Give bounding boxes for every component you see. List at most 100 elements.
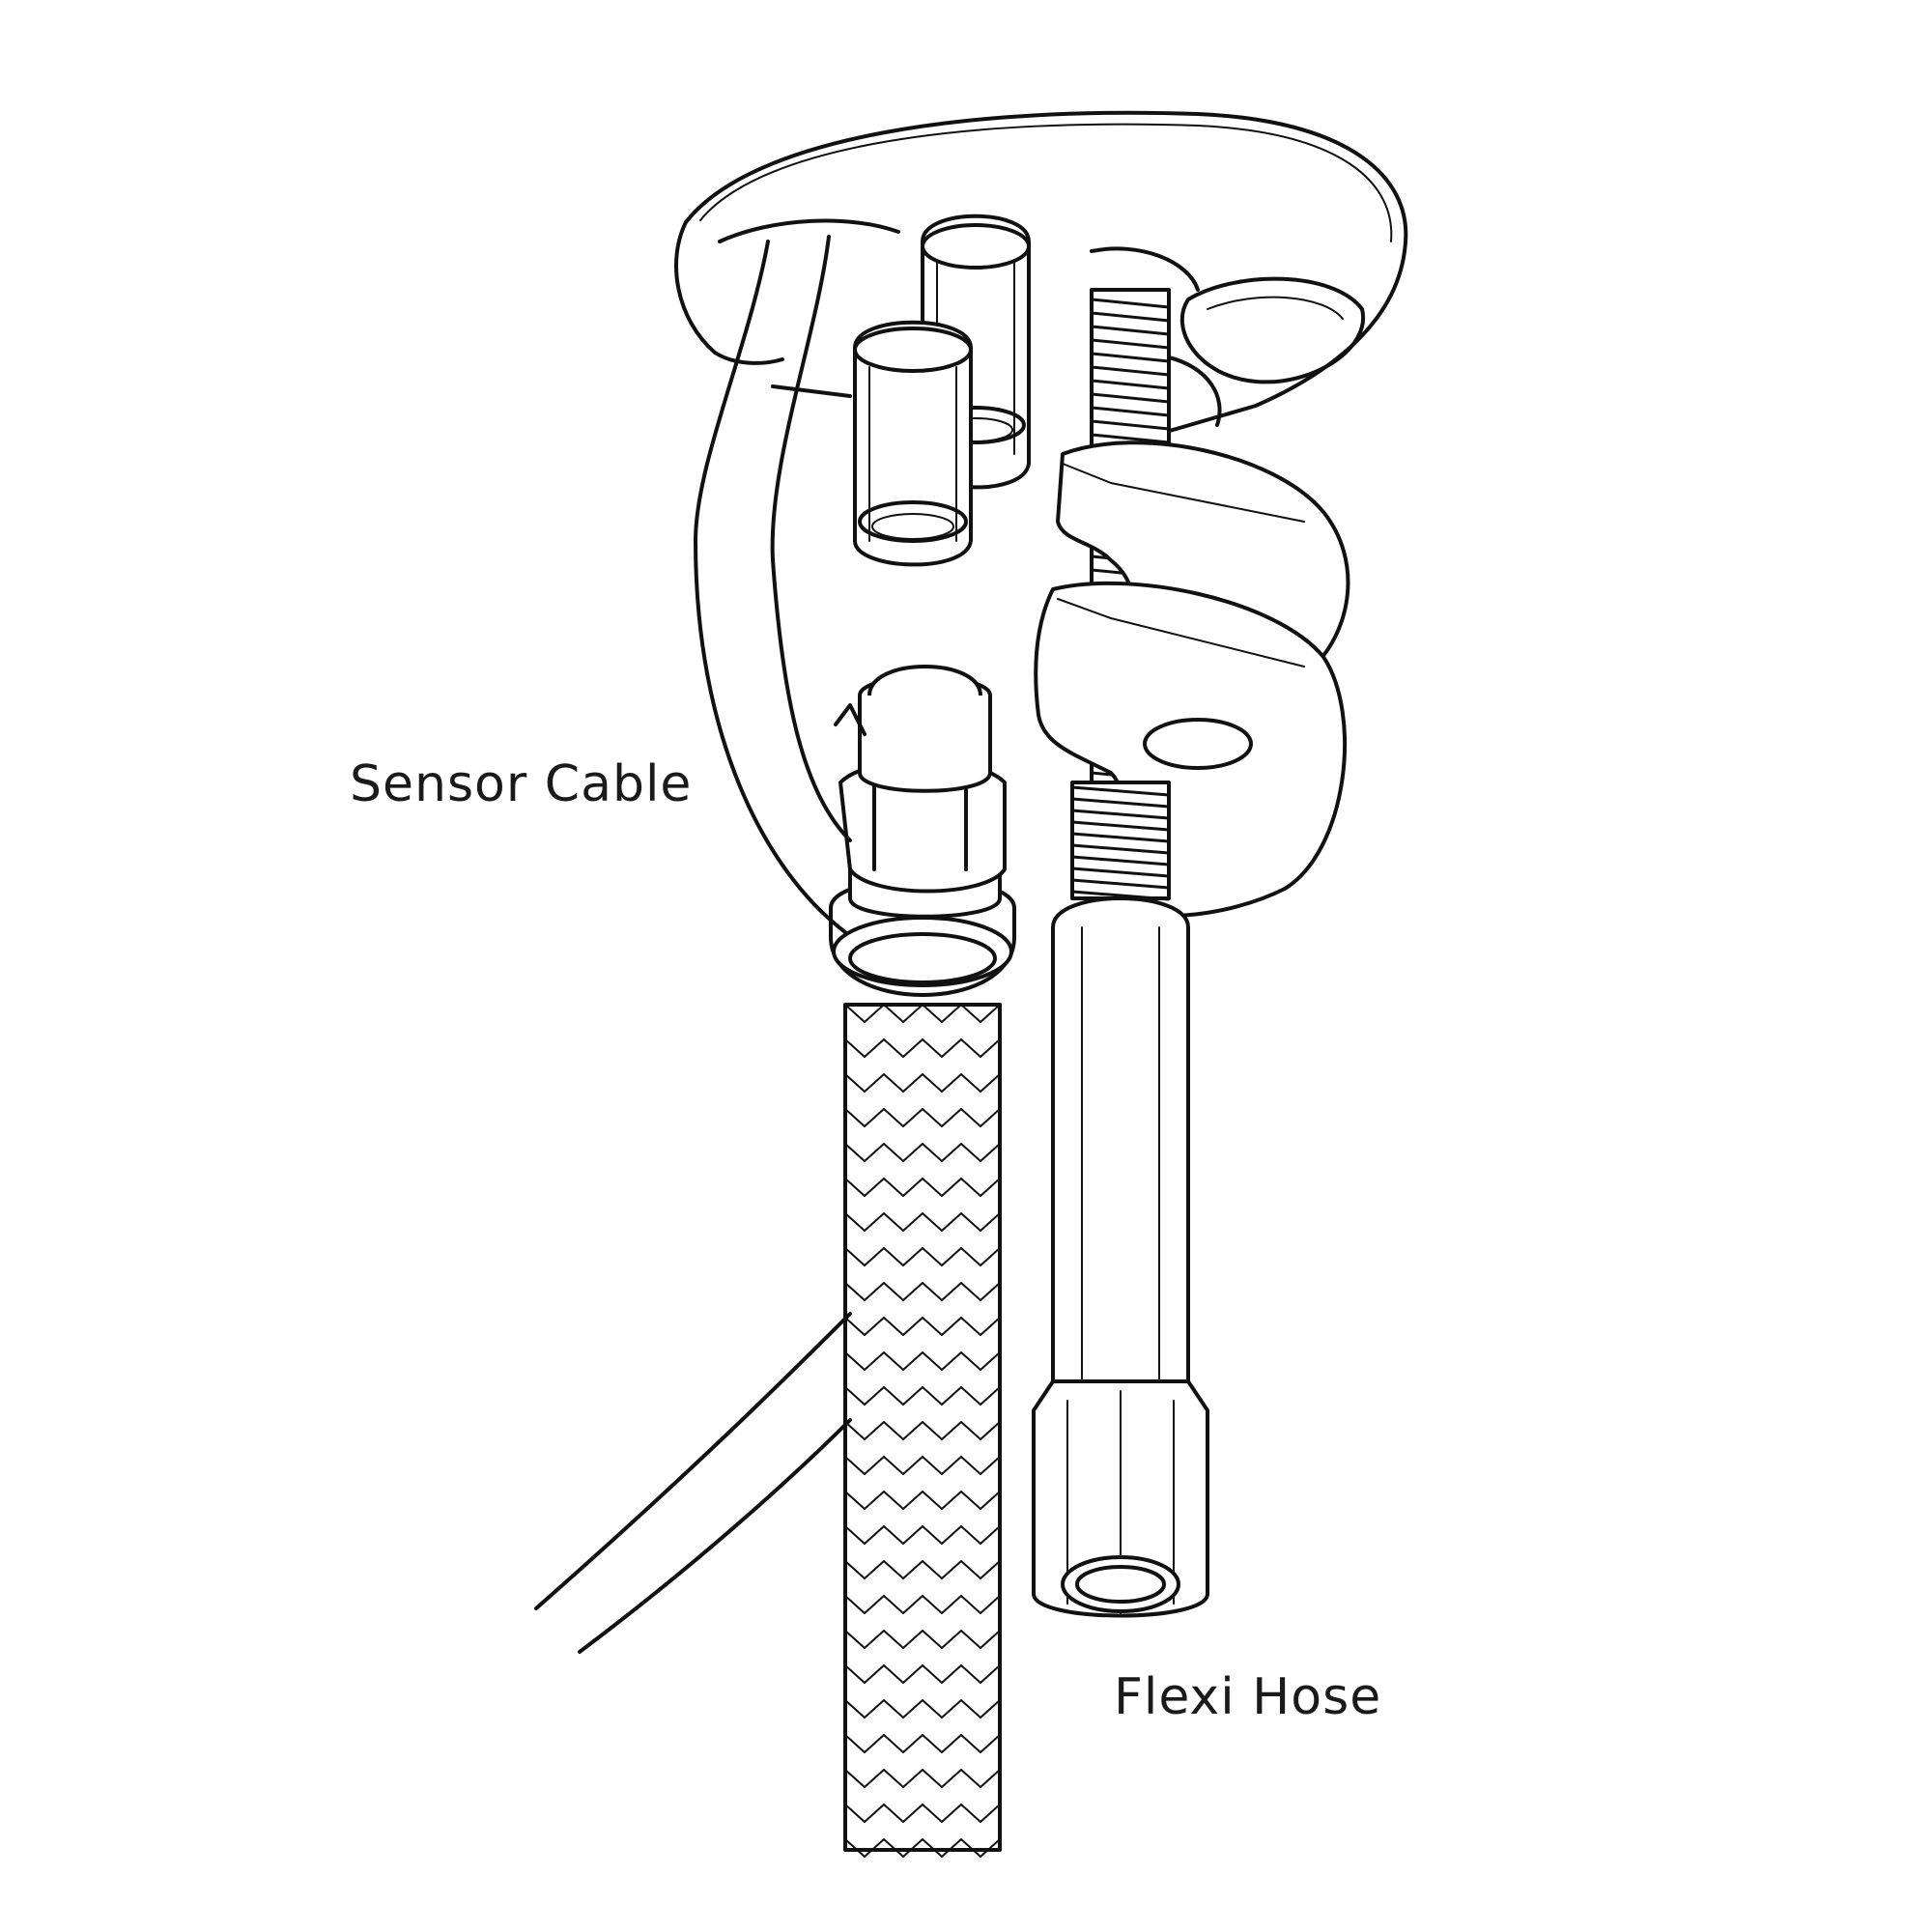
drawing-stroke bbox=[1091, 419, 1170, 431]
drawing-stroke bbox=[883, 1212, 904, 1232]
braided-hose bbox=[843, 1003, 1002, 1858]
drawing-stroke bbox=[844, 1630, 866, 1649]
drawing-stroke bbox=[902, 1143, 923, 1162]
drawing-stroke bbox=[941, 1282, 962, 1301]
drawing-stroke bbox=[864, 1178, 885, 1197]
drawing-stroke bbox=[864, 1734, 885, 1753]
drawing-stroke bbox=[1091, 298, 1170, 309]
drawing-stroke bbox=[883, 1073, 904, 1093]
copper-tail bbox=[1051, 781, 1190, 1393]
drawing-stroke bbox=[922, 1699, 943, 1719]
drawing-stroke bbox=[883, 1178, 904, 1197]
drawing-stroke bbox=[902, 1838, 923, 1858]
drawing-stroke bbox=[980, 1143, 1001, 1162]
drawing-stroke bbox=[1071, 867, 1170, 878]
drawing-stroke bbox=[980, 1108, 1001, 1127]
drawing-stroke bbox=[960, 1282, 981, 1301]
drawing-stroke bbox=[902, 1247, 923, 1266]
drawing-stroke bbox=[902, 1108, 923, 1127]
drawing-stroke bbox=[844, 1282, 866, 1301]
drawing-stroke bbox=[1091, 365, 1170, 377]
drawing-stroke bbox=[902, 1630, 923, 1649]
drawing-stroke bbox=[922, 1664, 943, 1684]
drawing-stroke bbox=[844, 1769, 866, 1788]
drawing-stroke bbox=[864, 1630, 885, 1649]
drawing-stroke bbox=[980, 1804, 1001, 1823]
drawing-stroke bbox=[941, 1734, 962, 1753]
drawing-stroke bbox=[941, 1525, 962, 1545]
drawing-stroke bbox=[922, 1143, 943, 1162]
drawing-stroke bbox=[1071, 855, 1170, 867]
drawing-stroke bbox=[844, 1108, 866, 1127]
drawing-stroke bbox=[1091, 392, 1170, 404]
drawing-stroke bbox=[960, 1351, 981, 1371]
drawing-stroke bbox=[902, 1317, 923, 1336]
drawing-stroke bbox=[883, 1769, 904, 1788]
drawing-stroke bbox=[922, 1734, 943, 1753]
drawing-stroke bbox=[902, 1699, 923, 1719]
drawing-stroke bbox=[941, 1421, 962, 1440]
drawing-stroke bbox=[883, 1595, 904, 1614]
drawing-stroke bbox=[980, 1073, 1001, 1093]
drawing-stroke bbox=[864, 1004, 885, 1023]
drawing-stroke bbox=[902, 1456, 923, 1475]
drawing-stroke bbox=[960, 1247, 981, 1266]
drawing-stroke bbox=[980, 1664, 1001, 1684]
drawing-stroke bbox=[883, 1421, 904, 1440]
drawing-stroke bbox=[864, 1212, 885, 1232]
drawing-stroke bbox=[941, 1247, 962, 1266]
drawing-stroke bbox=[980, 1421, 1001, 1440]
drawing-stroke bbox=[1091, 406, 1170, 417]
drawing-stroke bbox=[844, 1525, 866, 1545]
drawing-stroke bbox=[922, 1038, 943, 1058]
drawing-stroke bbox=[902, 1595, 923, 1614]
drawing-stroke bbox=[883, 1491, 904, 1510]
drawing-stroke bbox=[980, 1838, 1001, 1858]
drawing-stroke bbox=[864, 1560, 885, 1579]
drawing-stroke bbox=[941, 1386, 962, 1406]
drawing-stroke bbox=[960, 1595, 981, 1614]
drawing-stroke bbox=[883, 1630, 904, 1649]
drawing-stroke bbox=[980, 1247, 1001, 1266]
drawing-stroke bbox=[960, 1630, 981, 1649]
drawing-stroke bbox=[922, 1595, 943, 1614]
drawing-stroke bbox=[922, 1769, 943, 1788]
drawing-stroke bbox=[960, 1491, 981, 1510]
drawing-stroke bbox=[941, 1073, 962, 1093]
drawing-stroke bbox=[960, 1143, 981, 1162]
drawing-stroke bbox=[844, 1560, 866, 1579]
drawing-stroke bbox=[1071, 890, 1170, 901]
drawing-stroke bbox=[980, 1560, 1001, 1579]
drawing-stroke bbox=[902, 1212, 923, 1232]
drawing-stroke bbox=[960, 1038, 981, 1058]
drawing-stroke bbox=[883, 1838, 904, 1858]
mounting-flange bbox=[674, 110, 1408, 441]
drawing-stroke bbox=[864, 1386, 885, 1406]
drawing-stroke bbox=[980, 1630, 1001, 1649]
drawing-stroke bbox=[883, 1386, 904, 1406]
drawing-stroke bbox=[960, 1073, 981, 1093]
sensor-cable bbox=[534, 235, 852, 1654]
drawing-stroke bbox=[864, 1664, 885, 1684]
drawing-stroke bbox=[941, 1212, 962, 1232]
drawing-stroke bbox=[1091, 352, 1170, 363]
drawing-stroke bbox=[864, 1595, 885, 1614]
drawing-stroke bbox=[922, 1004, 943, 1023]
drawing-stroke bbox=[883, 1804, 904, 1823]
drawing-stroke bbox=[1071, 878, 1170, 890]
drawing-stroke bbox=[922, 1317, 943, 1336]
drawing-stroke bbox=[902, 1804, 923, 1823]
drawing-stroke bbox=[864, 1769, 885, 1788]
drawing-stroke bbox=[1071, 785, 1170, 797]
drawing-stroke bbox=[980, 1282, 1001, 1301]
drawing-stroke bbox=[844, 1734, 866, 1753]
drawing-stroke bbox=[902, 1073, 923, 1093]
drawing-stroke bbox=[902, 1351, 923, 1371]
drawing-stroke bbox=[1091, 338, 1170, 350]
drawing-stroke bbox=[902, 1038, 923, 1058]
drawing-stroke bbox=[902, 1004, 923, 1023]
drawing-stroke bbox=[844, 1838, 866, 1858]
drawing-stroke bbox=[864, 1491, 885, 1510]
drawing-stroke bbox=[960, 1734, 981, 1753]
